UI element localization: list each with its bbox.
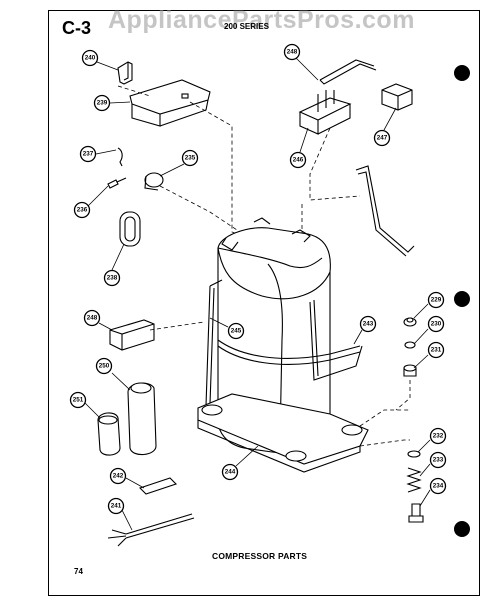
svg-text:241: 241 [111, 503, 122, 510]
callout-242: 242 [109, 467, 127, 485]
callout-246: 246 [289, 151, 307, 169]
part-233-spring [406, 467, 422, 493]
part-238-gasket [119, 211, 141, 247]
part-237-clip [117, 147, 123, 167]
callout-243: 243 [359, 315, 377, 333]
section-code: C-3 [62, 18, 92, 38]
callout-235: 235 [181, 149, 199, 167]
callout-244: 244 [221, 463, 239, 481]
callout-245: 245 [227, 322, 245, 340]
registration-dot-middle [454, 291, 470, 307]
svg-text:248: 248 [87, 315, 98, 322]
svg-text:238: 238 [107, 275, 118, 282]
svg-text:229: 229 [431, 297, 442, 304]
svg-text:234: 234 [433, 483, 444, 490]
svg-text:245: 245 [231, 328, 242, 335]
callout-237: 237 [79, 145, 97, 163]
svg-text:244: 244 [225, 469, 236, 476]
part-249-wrench-top [319, 59, 375, 81]
svg-text:235: 235 [185, 155, 196, 162]
svg-text:242: 242 [113, 473, 124, 480]
part-248-cover [109, 319, 155, 351]
svg-text:246: 246 [293, 157, 304, 164]
part-232-washer [407, 450, 421, 458]
compressor-base-244 [197, 393, 369, 473]
callout-248-left: 248 [83, 309, 101, 327]
svg-text:240: 240 [85, 55, 96, 62]
callout-231: 231 [427, 341, 445, 359]
callout-250: 250 [95, 357, 113, 375]
callout-248-top: 248 [283, 43, 301, 61]
callout-236: 236 [73, 201, 91, 219]
callout-240: 240 [81, 49, 99, 67]
diagram-caption: COMPRESSOR PARTS [212, 551, 308, 561]
part-239-cover [129, 79, 211, 127]
svg-text:237: 237 [83, 151, 94, 158]
part-231-sleeve [403, 364, 417, 377]
svg-text:231: 231 [431, 347, 442, 354]
svg-text:236: 236 [77, 207, 88, 214]
svg-text:243: 243 [363, 321, 374, 328]
page-number: 74 [74, 567, 83, 576]
part-240-bracket [117, 61, 133, 85]
callout-241: 241 [107, 497, 125, 515]
part-251-clip [97, 412, 121, 456]
part-250-terminal-cover [127, 382, 157, 456]
page-frame [48, 10, 480, 596]
callout-233: 233 [429, 451, 447, 469]
callout-232: 232 [429, 427, 447, 445]
callout-239: 239 [93, 94, 111, 112]
part-241-cord [107, 513, 195, 547]
callout-247: 247 [373, 129, 391, 147]
watermark: AppliancePartsPros.com [108, 6, 415, 34]
svg-text:250: 250 [99, 363, 110, 370]
svg-text:232: 232 [433, 433, 444, 440]
part-246-relay [298, 90, 352, 135]
svg-text:251: 251 [73, 397, 84, 404]
svg-text:230: 230 [431, 321, 442, 328]
part-236-screw [107, 177, 127, 189]
callout-238: 238 [103, 269, 121, 287]
registration-dot-bottom [454, 521, 470, 537]
part-235-protector [144, 172, 164, 191]
svg-text:247: 247 [377, 135, 388, 142]
callout-230: 230 [427, 315, 445, 333]
part-230-washer [404, 341, 416, 349]
part-249-tube [355, 165, 415, 253]
svg-text:248: 248 [287, 49, 298, 56]
svg-text:239: 239 [97, 100, 108, 107]
part-242-strip [138, 477, 178, 495]
svg-text:233: 233 [433, 457, 444, 464]
registration-dot-top [454, 65, 470, 81]
callout-234: 234 [429, 477, 447, 495]
part-234-bolt [408, 503, 424, 523]
callout-229: 229 [427, 291, 445, 309]
part-229-grommet [403, 317, 417, 327]
callout-251: 251 [69, 391, 87, 409]
part-247-capacitor [381, 83, 413, 111]
series-label: 200 SERIES [224, 22, 269, 31]
